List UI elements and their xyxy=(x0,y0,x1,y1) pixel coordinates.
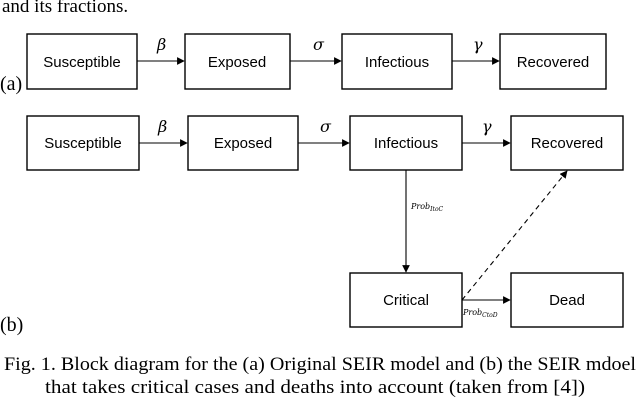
panel-b-dead-label: Dead xyxy=(549,292,585,309)
panel-b-critical-label: Critical xyxy=(383,292,429,309)
panel-a-recovered-box: Recovered xyxy=(499,33,607,90)
panel-b-prob-itoc-label: ProbItoC xyxy=(410,202,444,213)
panel-b-gamma-label: γ xyxy=(482,117,492,136)
caption-line-2: that takes critical cases and deaths int… xyxy=(45,377,585,398)
panel-b-prob-itoc-base: Prob xyxy=(410,202,430,211)
panel-a-gamma-label: γ xyxy=(473,35,483,54)
panel-a-susceptible-label: Susceptible xyxy=(43,54,121,71)
panel-a-infectious-box: Infectious xyxy=(341,33,453,90)
panel-b-exposed-box: Exposed xyxy=(187,115,299,171)
panel-b-sigma-label: σ xyxy=(320,117,332,136)
panel-b-exposed-label: Exposed xyxy=(214,135,272,152)
panel-b-recovered-label: Recovered xyxy=(531,135,604,152)
panel-a-beta-label: β xyxy=(156,35,166,54)
panel-b-susceptible-box: Susceptible xyxy=(26,115,140,171)
panel-a-infectious-label: Infectious xyxy=(365,54,429,71)
panel-b-tag: (b) xyxy=(0,314,23,336)
panel-a-tag: (a) xyxy=(0,73,22,95)
panel-b-dead-box: Dead xyxy=(510,272,624,328)
panel-a-susceptible-box: Susceptible xyxy=(26,33,138,90)
panel-b-recovered-box: Recovered xyxy=(510,115,624,171)
header-fragment: and its fractions. xyxy=(2,0,128,17)
panel-b-susceptible-label: Susceptible xyxy=(44,135,122,152)
panel-b-beta-label: β xyxy=(157,117,167,136)
panel-a: (a) Susceptible Exposed Infectious Recov… xyxy=(0,33,607,95)
panel-b-prob-ctod-sub: CtoD xyxy=(482,312,498,319)
caption-line-1: Fig. 1. Block diagram for the (a) Origin… xyxy=(4,354,636,375)
panel-b-prob-itoc-sub: ItoC xyxy=(429,206,443,213)
panel-a-recovered-label: Recovered xyxy=(517,54,590,71)
panel-b-prob-ctod-label: ProbCtoD xyxy=(462,308,498,319)
panel-a-exposed-label: Exposed xyxy=(208,54,266,71)
panel-b-arrow-c-to-r xyxy=(461,170,568,301)
panel-a-exposed-box: Exposed xyxy=(184,33,291,90)
panel-b-infectious-label: Infectious xyxy=(374,135,438,152)
panel-a-sigma-label: σ xyxy=(313,35,325,54)
panel-b-prob-ctod-base: Prob xyxy=(462,308,482,317)
panel-b-critical-box: Critical xyxy=(349,272,463,328)
panel-b-infectious-box: Infectious xyxy=(349,115,463,171)
panel-b: (b) Susceptible Exposed Infectious Recov… xyxy=(0,115,624,336)
